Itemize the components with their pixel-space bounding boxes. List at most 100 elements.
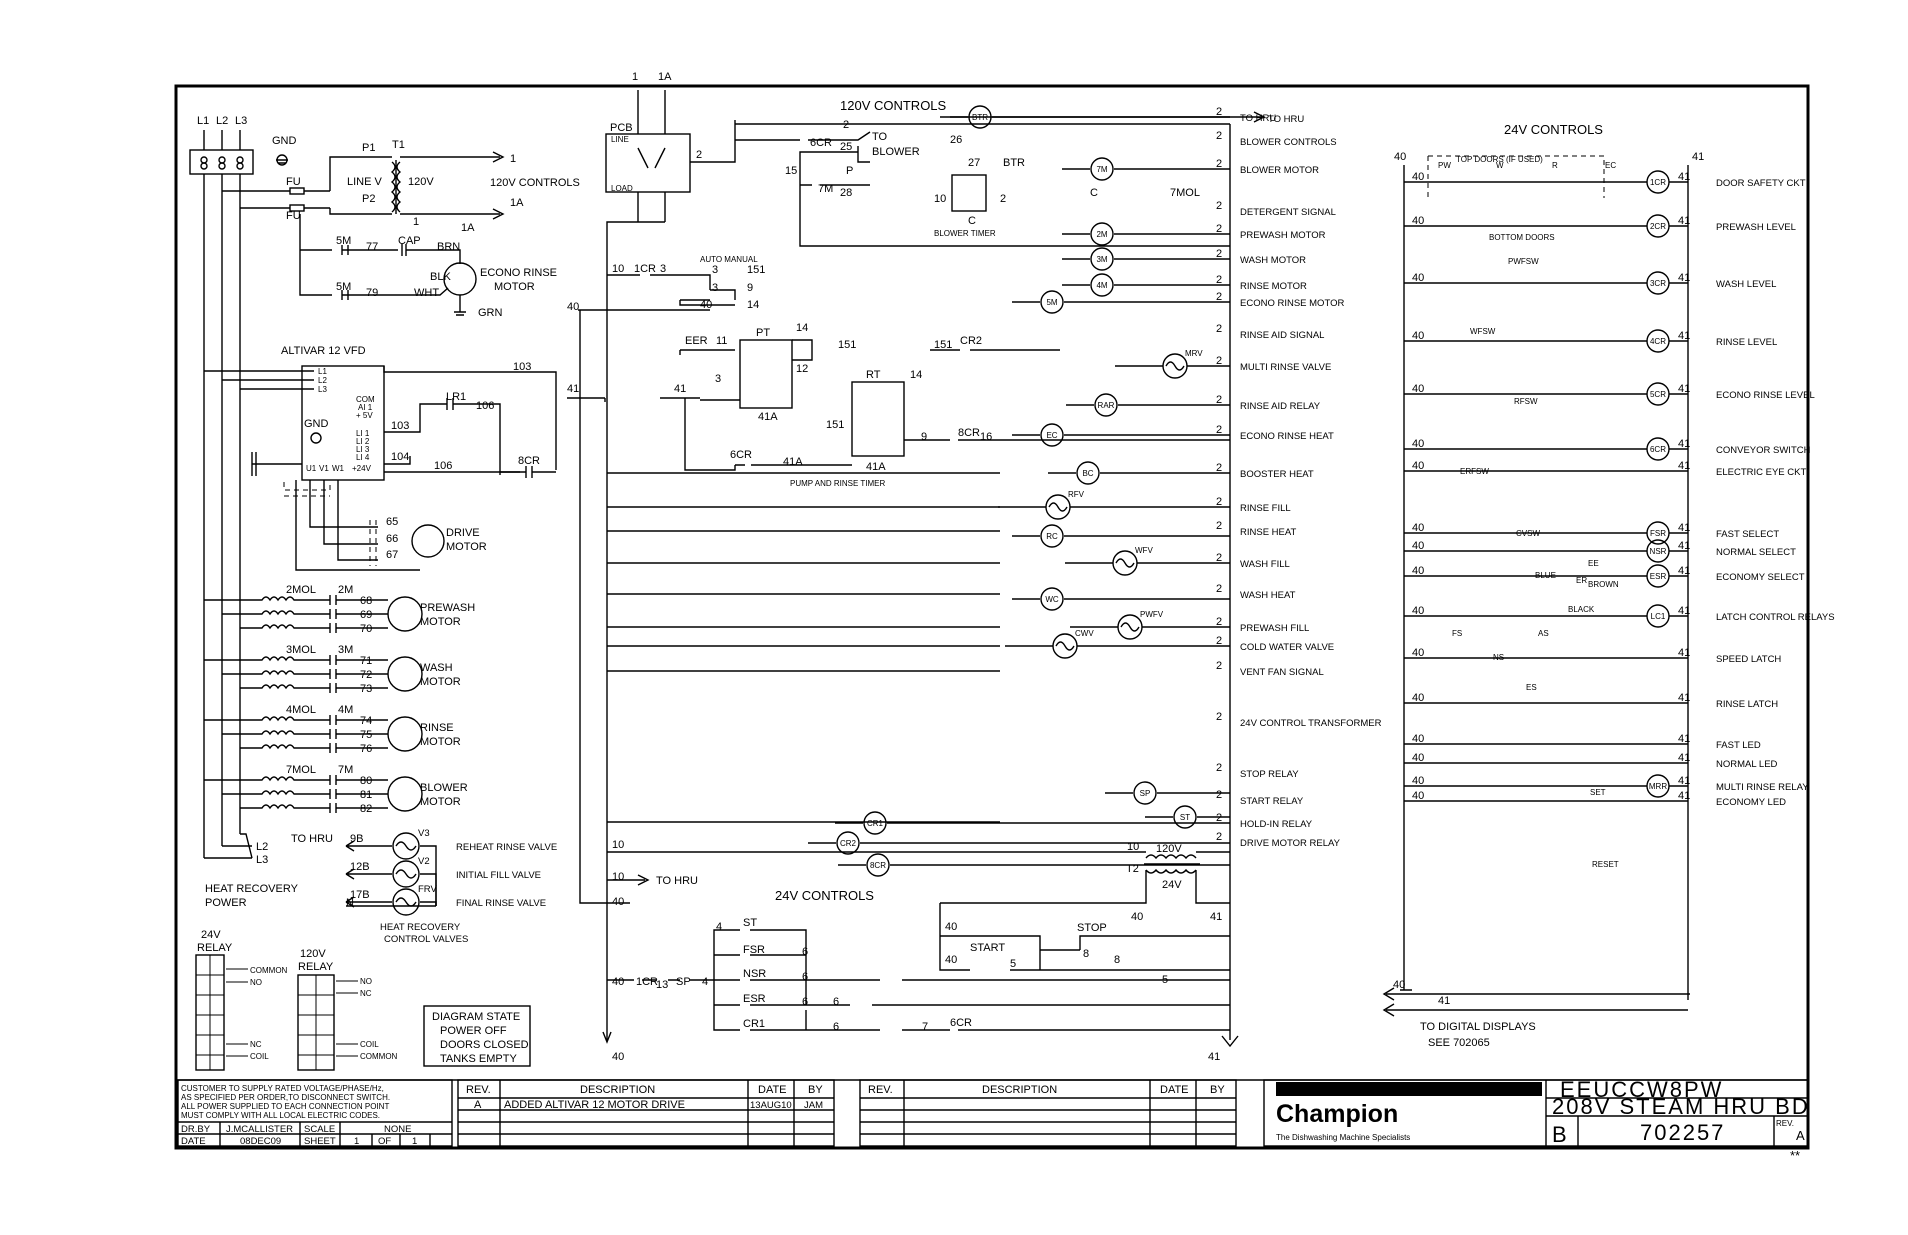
model-title: EEUCCW8PW xyxy=(1560,1077,1723,1102)
rung-label: START RELAY xyxy=(1240,796,1304,807)
rung-24v-start: 40 xyxy=(1412,790,1424,802)
pcb-load: LOAD xyxy=(611,184,633,193)
title-block: CUSTOMER TO SUPPLY RATED VOLTAGE/PHASE/H… xyxy=(176,1077,1809,1163)
drawing-number: 702257 xyxy=(1640,1120,1725,1145)
tr-t2: T2 xyxy=(1126,863,1139,875)
rung-label: PREWASH MOTOR xyxy=(1240,230,1326,241)
relay-coil-tag: MRR xyxy=(1649,782,1667,791)
motor-contact xyxy=(329,803,337,813)
of-label: OF xyxy=(378,1136,391,1147)
c24-5b: 5 xyxy=(1162,974,1168,986)
motor-contact xyxy=(329,609,337,619)
c24-6c: 6 xyxy=(802,996,808,1008)
rung-label: DRIVE MOTOR RELAY xyxy=(1240,838,1341,849)
brand-box xyxy=(1263,1079,1809,1147)
rung-label: WASH FILL xyxy=(1240,559,1290,570)
coil-icon xyxy=(1133,781,1157,805)
wire-41-c: 41 xyxy=(1210,911,1222,923)
terminal-l2b xyxy=(218,162,226,170)
power-section: L1 L2 L3 L2 L3 GND FU FU P1 P2 T1 LINE V… xyxy=(189,115,580,1071)
motor-icon xyxy=(387,716,423,752)
relay-coil-icon xyxy=(1646,774,1670,798)
c24-4b: 4 xyxy=(716,921,722,933)
relay-120v-label-1: 120V xyxy=(300,948,326,960)
motor-name-2: MOTOR xyxy=(420,796,461,808)
c24-8: 8 xyxy=(1083,948,1089,960)
valve-tag: RFV xyxy=(1068,490,1085,499)
rung-label: ECONO RINSE HEAT xyxy=(1240,431,1334,442)
sheet-border xyxy=(174,84,1810,1150)
c24-fsr: FSR xyxy=(743,944,765,956)
wire-41-b: 41 xyxy=(674,383,686,395)
rung-label: MULTI RINSE VALVE xyxy=(1240,362,1331,373)
coil-tag: BC xyxy=(1082,469,1093,478)
hr-valve-icon xyxy=(392,832,420,860)
switch-label: EE xyxy=(1588,559,1599,568)
hr-valve-wire-number: 17B xyxy=(350,889,370,901)
diagram-state-box xyxy=(423,1005,531,1067)
rt-6cr: 6CR xyxy=(730,449,752,461)
solenoid-valve-icon xyxy=(1162,353,1188,379)
terminal-l1b xyxy=(200,162,208,170)
relay-coil-tag: FSR xyxy=(1650,529,1666,538)
wire-2-bt: 2 xyxy=(1000,193,1006,205)
diagram-state-doors: DOORS CLOSED xyxy=(440,1039,529,1051)
terminal-l2 xyxy=(218,156,226,164)
motor-wire-number: 76 xyxy=(360,743,372,755)
switch-label: EC xyxy=(1605,161,1616,170)
wire-10-am: 10 xyxy=(612,263,624,275)
rung-24v-terminal: 41 xyxy=(1678,752,1690,764)
wire-26: 26 xyxy=(950,134,962,146)
rung-24v-terminal: 41 xyxy=(1678,540,1690,552)
c24-6b: 6 xyxy=(802,971,808,983)
rung-label: RINSE MOTOR xyxy=(1240,281,1307,292)
wire-77-label: 77 xyxy=(366,241,378,253)
blower-25: 25 xyxy=(840,141,852,153)
pump-rinse-timer-label: PUMP AND RINSE TIMER xyxy=(790,479,886,488)
c24-esr: ESR xyxy=(743,993,766,1005)
rt-timer-icon xyxy=(851,381,905,457)
coil-icon xyxy=(1094,393,1118,417)
wire-40-d: 40 xyxy=(612,976,624,988)
motor-name-2: MOTOR xyxy=(420,736,461,748)
hr-valve-wire-number: 9B xyxy=(350,833,363,845)
to-hru-left: TO HRU xyxy=(291,833,333,845)
c24-40c: 40 xyxy=(1131,911,1143,923)
relay-coil-tag: 6CR xyxy=(1650,445,1666,454)
rung-24v-start: 40 xyxy=(1412,438,1424,450)
wire-27: 27 xyxy=(968,157,980,169)
rung-label: 24V CONTROL TRANSFORMER xyxy=(1240,718,1382,729)
rung-24v-label: FAST SELECT xyxy=(1716,529,1779,540)
motor-contact xyxy=(329,623,337,633)
wire-40-bottom-r: 40 xyxy=(1393,979,1405,991)
relay-coil-icon xyxy=(1646,382,1670,406)
relay-coil-tag: LC1 xyxy=(1651,612,1666,621)
rung-label: BOOSTER HEAT xyxy=(1240,469,1314,480)
rung-terminal-number: 2 xyxy=(1216,274,1222,286)
cr2-label: CR2 xyxy=(960,335,982,347)
motor-m-label: 3M xyxy=(338,644,353,656)
sheet-label: SHEET xyxy=(304,1136,336,1147)
relay-120v-common: COMMON xyxy=(360,1052,398,1061)
coil-icon xyxy=(1090,247,1114,271)
am-1cr: 1CR xyxy=(634,263,656,275)
scale-value: NONE xyxy=(384,1124,411,1135)
hr-l3-label: L3 xyxy=(256,854,268,866)
rung-terminal-number: 2 xyxy=(1216,660,1222,672)
motor-wire-number: 73 xyxy=(360,683,372,695)
motor-wire xyxy=(204,656,388,662)
rung-24v-label: SPEED LATCH xyxy=(1716,654,1781,665)
rung-terminal-number: 2 xyxy=(1216,248,1222,260)
drive-motor-label-1: DRIVE xyxy=(446,527,480,539)
valve-glyph xyxy=(1165,361,1185,371)
switch-label: PW xyxy=(1438,161,1451,170)
coil-icon xyxy=(863,811,887,835)
wire-40-left: 40 xyxy=(567,301,579,313)
note-line-4: MUST COMPLY WITH ALL LOCAL ELECTRIC CODE… xyxy=(181,1111,380,1120)
econo-5m-label-2: 5M xyxy=(336,281,351,293)
coil-tag: EC xyxy=(1046,431,1057,440)
rung-terminal-number: 2 xyxy=(1216,223,1222,235)
rung-terminal-number: 2 xyxy=(1216,496,1222,508)
wire-41-r: 41 xyxy=(1692,151,1704,163)
